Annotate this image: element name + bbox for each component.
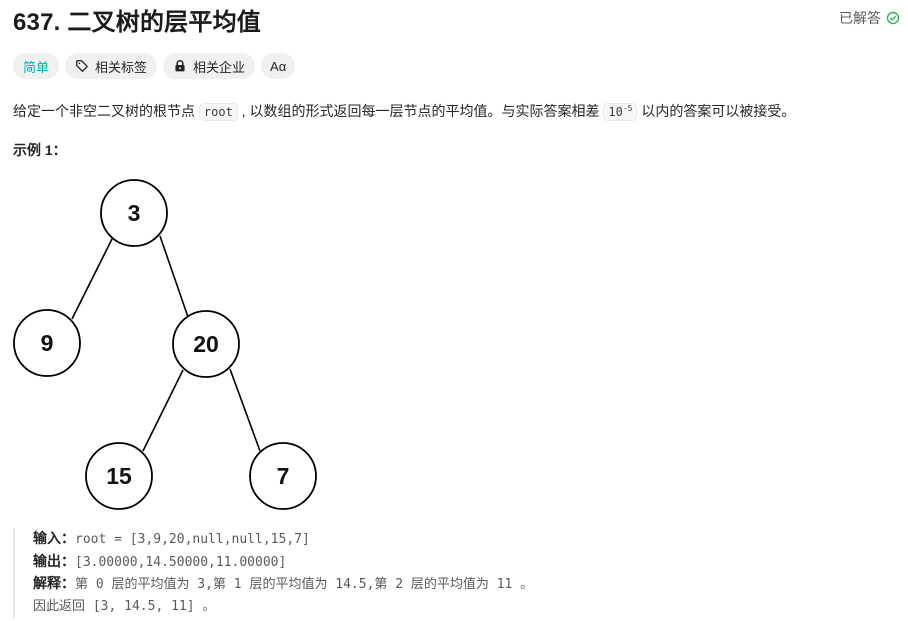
input-label: 输入： — [33, 530, 75, 546]
tree-node-3 — [100, 179, 168, 247]
problem-title: 637. 二叉树的层平均值 — [13, 8, 261, 36]
header: 637. 二叉树的层平均值 已解答 — [13, 2, 900, 36]
tree-node-label: 7 — [277, 463, 290, 489]
tag-bar: 简单 相关标签 相关企业 Aα — [13, 53, 296, 79]
tag-icon — [76, 60, 88, 72]
inline-code-root: root — [198, 103, 238, 121]
example-input: 输入：root = [3,9,20,null,null,15,7] — [33, 528, 533, 551]
solved-label: 已解答 — [839, 10, 881, 26]
example-explanation-line2: 因此返回 [3, 14.5, 11] 。 — [33, 598, 216, 614]
example-io-block: 输入：root = [3,9,20,null,null,15,7] 输出：[3.… — [13, 528, 533, 618]
translate-icon: Aα — [270, 58, 287, 74]
difficulty-badge[interactable]: 简单 — [13, 53, 60, 79]
lock-icon — [175, 60, 185, 72]
related-topics-button[interactable]: 相关标签 — [65, 53, 158, 79]
input-value: root = [3,9,20,null,null,15,7] — [75, 532, 310, 547]
tree-node-9 — [13, 309, 81, 377]
output-label: 输出： — [33, 552, 75, 569]
tree-node-label: 20 — [193, 331, 219, 357]
related-companies-button[interactable]: 相关企业 — [163, 53, 256, 79]
example-output: 输出：[3.00000,14.50000,11.00000] — [33, 551, 533, 574]
tree-node-15 — [85, 442, 153, 510]
binary-tree-diagram: 3 9 20 15 7 — [13, 179, 317, 510]
example-explanation: 解释：第 0 层的平均值为 3,第 1 层的平均值为 14.5,第 2 层的平均… — [33, 573, 533, 596]
explain-value: 第 0 层的平均值为 3,第 1 层的平均值为 14.5,第 2 层的平均值为 … — [75, 577, 534, 592]
check-circle-icon — [886, 11, 900, 25]
tree-node-label: 15 — [106, 463, 132, 489]
inline-code-tolerance: 10-5 — [603, 103, 638, 121]
related-companies-label: 相关企业 — [193, 59, 246, 75]
tree-node-7 — [249, 442, 317, 510]
desc-text-1: 给定一个非空二叉树的根节点 — [13, 103, 199, 119]
related-topics-label: 相关标签 — [95, 59, 148, 75]
output-value: [3.00000,14.50000,11.00000] — [75, 554, 287, 570]
desc-text-3: 以内的答案可以被接受。 — [637, 103, 796, 119]
tree-node-label: 9 — [41, 330, 54, 356]
tree-node-label: 3 — [128, 200, 141, 226]
desc-text-2: , 以数组的形式返回每一层节点的平均值。与实际答案相差 — [237, 103, 604, 119]
problem-description: 给定一个非空二叉树的根节点 root , 以数组的形式返回每一层节点的平均值。与… — [13, 98, 795, 123]
tolerance-base: 10 — [608, 105, 623, 119]
example-heading: 示例 1： — [13, 142, 67, 158]
explain-label: 解释： — [33, 575, 75, 591]
difficulty-label: 简单 — [23, 59, 50, 75]
solved-status: 已解答 — [839, 8, 900, 28]
translate-button[interactable]: Aα — [261, 53, 296, 79]
tree-node-20 — [172, 310, 240, 378]
tolerance-exponent: -5 — [622, 104, 633, 113]
